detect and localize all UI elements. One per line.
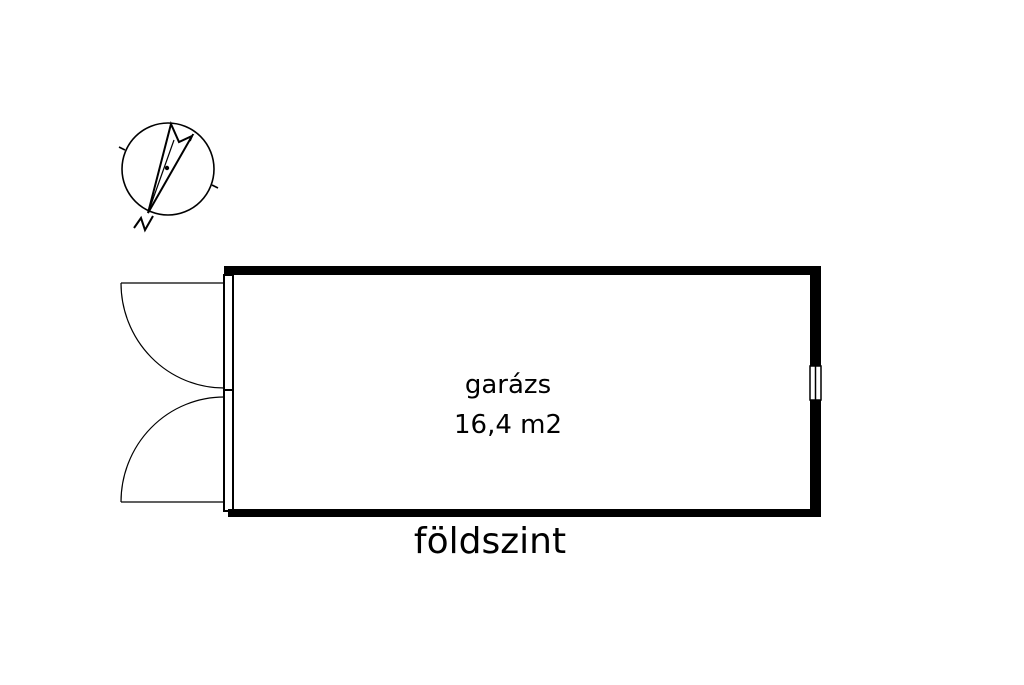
north-letter-icon <box>133 215 154 233</box>
compass-arrow-axis <box>147 139 175 214</box>
compass-tick <box>118 146 126 151</box>
door-frame-outline <box>223 274 234 512</box>
room-name-label: garázs <box>465 370 551 400</box>
room-area-label: 16,4 m2 <box>454 410 562 440</box>
window <box>809 365 822 401</box>
door-swing-arc-lower <box>120 396 225 503</box>
double-swing-door <box>120 282 225 503</box>
compass-arrow <box>147 120 195 214</box>
walls <box>224 266 821 517</box>
compass-tick <box>211 184 219 189</box>
door-frame <box>223 274 234 512</box>
wall-right-lower <box>810 400 821 517</box>
door-swing-arc-upper <box>120 282 225 389</box>
wall-top <box>224 266 821 275</box>
north-arrow-icon <box>118 120 219 233</box>
compass-circle <box>121 122 215 216</box>
wall-bottom <box>228 509 821 517</box>
floor-level-label: földszint <box>414 521 566 562</box>
wall-right-upper <box>810 266 821 366</box>
compass-center-dot <box>164 165 170 171</box>
